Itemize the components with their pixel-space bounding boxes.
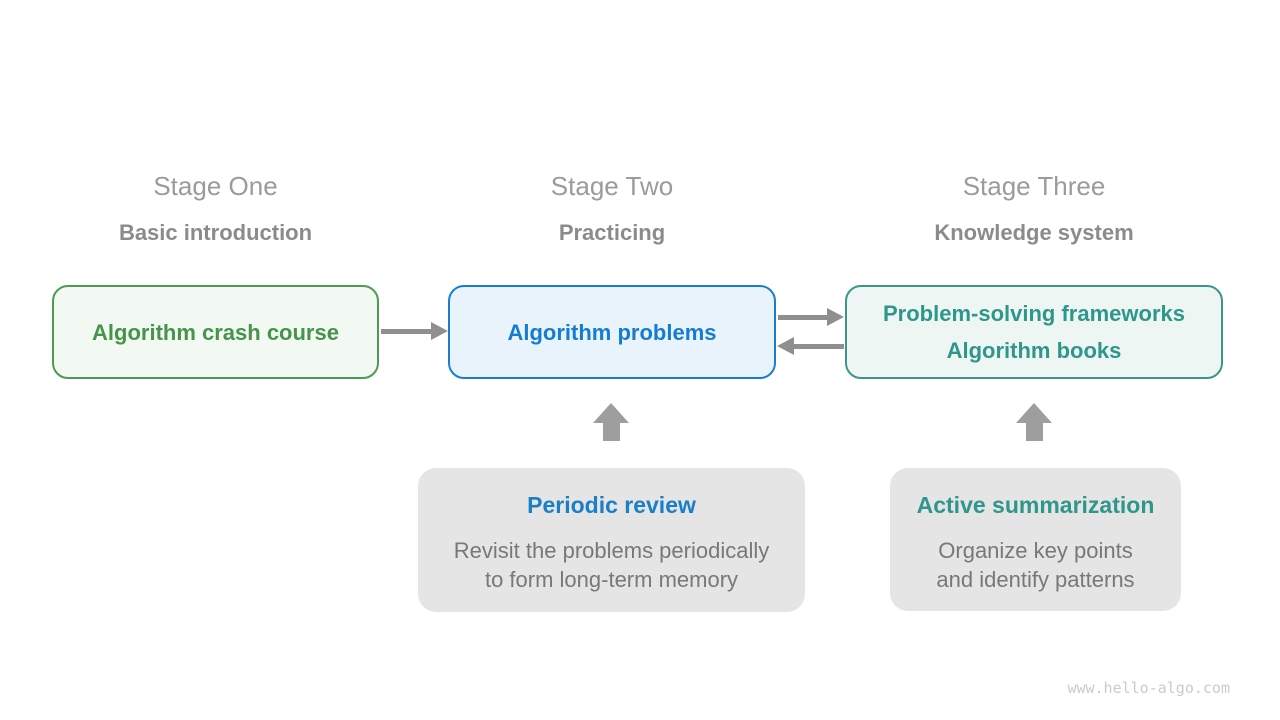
periodic-review-title: Periodic review — [527, 492, 696, 518]
periodic-review-body-line: to form long-term memory — [484, 567, 739, 592]
periodic-review-card: Periodic review Revisit the problems per… — [418, 468, 805, 612]
active-summarization-body: Organize key points and identify pattern… — [936, 536, 1134, 594]
stage-three-subtitle: Knowledge system — [934, 220, 1134, 245]
stage-one-title: Stage One — [153, 171, 278, 201]
stage-two-subtitle: Practicing — [558, 220, 666, 245]
stage-three-title: Stage Three — [962, 171, 1106, 201]
active-summarization-body-line: and identify patterns — [936, 567, 1135, 592]
algorithm-problems-label: Algorithm problems — [507, 319, 717, 345]
periodic-review-body-line: Revisit the problems periodically — [453, 538, 770, 563]
watermark: www.hello-algo.com — [1067, 679, 1230, 697]
stage-two-title: Stage Two — [550, 171, 674, 201]
active-summarization-card: Active summarization Organize key points… — [890, 468, 1181, 611]
knowledge-system-box: Problem-solving frameworks Algorithm boo… — [845, 285, 1223, 379]
stage-one-subtitle: Basic introduction — [118, 220, 313, 245]
problem-solving-frameworks-label: Problem-solving frameworks — [883, 301, 1185, 326]
periodic-review-body: Revisit the problems periodically to for… — [454, 536, 769, 594]
algorithm-crash-course-box: Algorithm crash course — [52, 285, 379, 379]
algorithm-problems-box: Algorithm problems — [448, 285, 776, 379]
active-summarization-title: Active summarization — [916, 492, 1155, 518]
active-summarization-body-line: Organize key points — [938, 538, 1133, 563]
algorithm-crash-course-label: Algorithm crash course — [92, 319, 339, 345]
algorithm-books-label: Algorithm books — [946, 338, 1122, 363]
